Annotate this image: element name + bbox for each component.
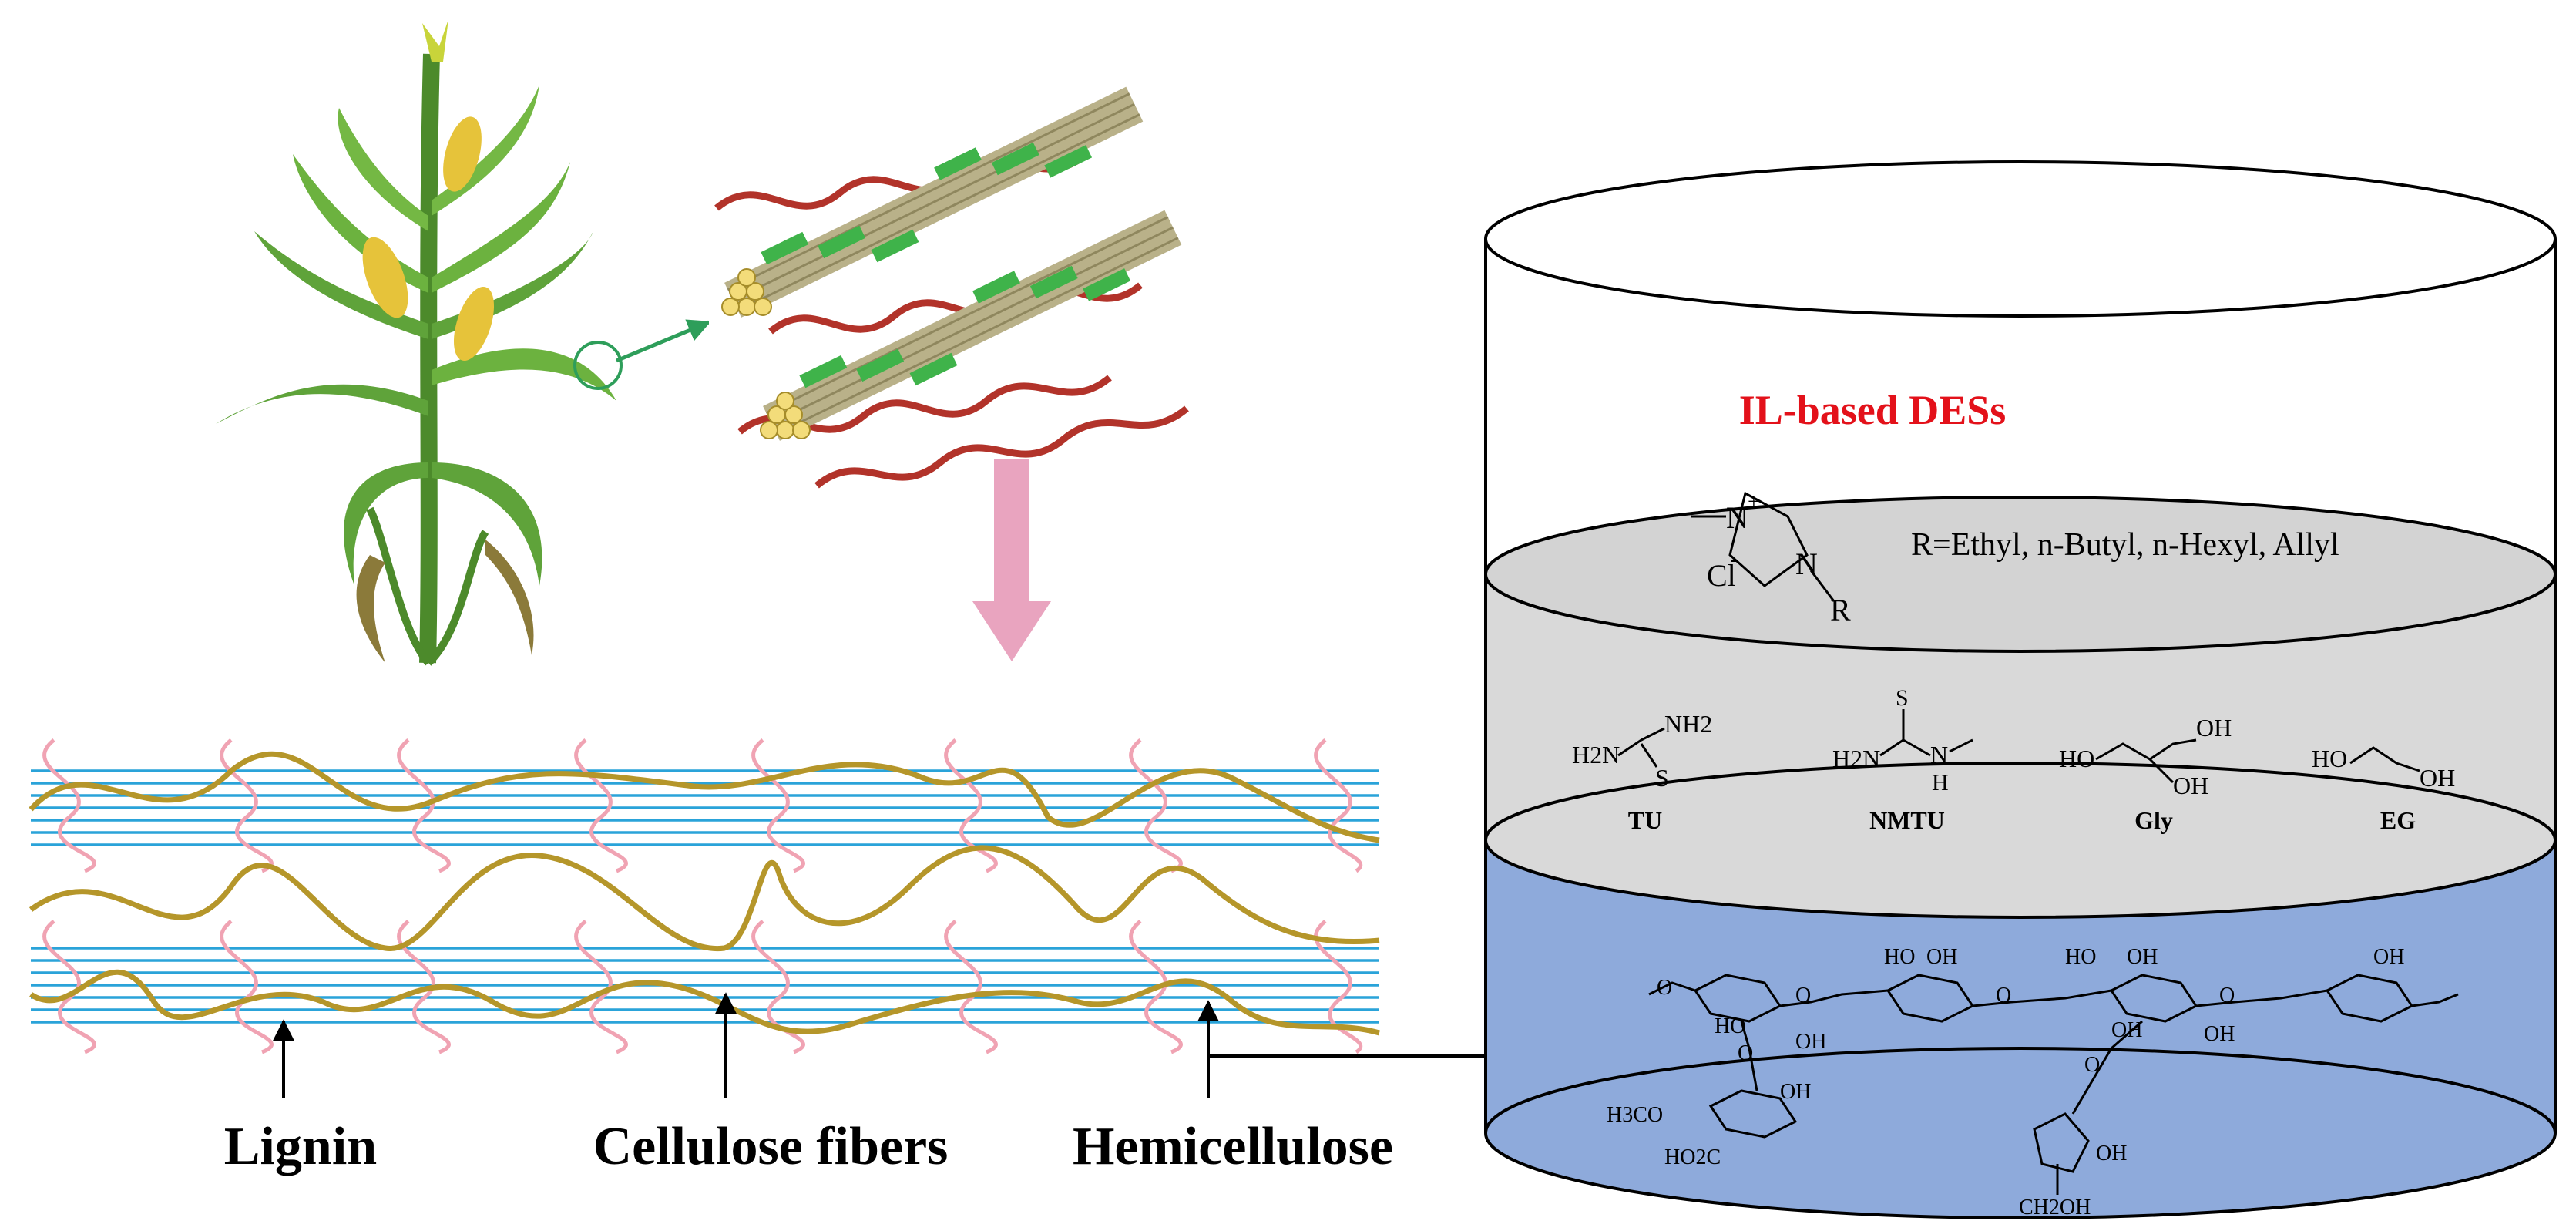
xylan-label-12: O (1795, 984, 1811, 1007)
pink-down-arrow (972, 459, 1051, 661)
xylan-label-9: OH (1780, 1080, 1811, 1104)
xylan-label-3: OH (2111, 1018, 2142, 1042)
il-n: N (1795, 547, 1818, 581)
corn-plant-illustration (216, 19, 623, 666)
vessel-title: IL-based DESs (1739, 387, 2007, 433)
gly-oh-top: OH (2196, 714, 2232, 742)
xylan-label-14: O (2219, 984, 2235, 1007)
microfibril-illustration (709, 86, 1202, 497)
il-plus: + (1748, 490, 1760, 514)
gly-oh-bottom: OH (2173, 772, 2208, 799)
xylan-label-7: OH (2373, 945, 2404, 969)
xylan-label-4: HO (1884, 945, 1915, 969)
gly-label: Gly (2134, 806, 2173, 834)
tu-s: S (1655, 764, 1669, 792)
xylan-label-17: O (2084, 1053, 2100, 1077)
il-layer-top (1484, 496, 2557, 653)
xylan-label-6: OH (2127, 945, 2158, 969)
xylan-label-2: OH (1926, 945, 1957, 969)
nmtu-n: N (1930, 741, 1948, 769)
fiber-schematic (29, 738, 1678, 1098)
eg-oh: OH (2420, 764, 2455, 792)
eg-ho: HO (2312, 745, 2347, 772)
xylan-labels: HO OH OH OH HO OH OH OH HO OH H3CO HO2C … (1607, 945, 2404, 1219)
xylan-label-0: HO (1715, 1014, 1745, 1038)
xylan-label-5: OH (2204, 1022, 2235, 1046)
hbd-structures: H2N NH2 S TU S H2N N H NMTU OH HO OH Gly… (1572, 685, 2455, 834)
il-structure: N + N R Cl - (1691, 490, 1851, 627)
nmtu-h2n: H2N (1832, 745, 1880, 772)
il-r: R (1830, 593, 1851, 627)
nmtu-h: H (1932, 770, 1949, 795)
xylan-label-1: OH (1795, 1030, 1826, 1054)
tu-h2n: H2N (1572, 741, 1620, 769)
xylan-structure (1648, 974, 2459, 1195)
il-anion-minus: - (1730, 547, 1738, 572)
hbd-layer-top (1484, 762, 2557, 919)
il-n-plus: N (1726, 500, 1748, 535)
zoom-circle (573, 341, 623, 390)
zoom-arrow (616, 319, 711, 363)
xylan-label-10: H3CO (1607, 1103, 1663, 1127)
xylan-label-19: CH2OH (2019, 1196, 2091, 1219)
solvent-vessel (1484, 160, 2557, 1219)
label-lignin: Lignin (224, 1117, 377, 1176)
nmtu-label: NMTU (1869, 806, 1945, 834)
xylan-label-16: O (1738, 1041, 1753, 1065)
r-groups-text: R=Ethyl, n-Butyl, n-Hexyl, Allyl (1911, 527, 2339, 563)
tu-label: TU (1628, 806, 1662, 834)
xylan-label-13: O (1996, 984, 2011, 1007)
xylan-label-15: O (1657, 976, 1672, 1000)
xylan-label-11: HO2C (1664, 1145, 1721, 1169)
il-anion: Cl (1707, 558, 1736, 593)
gly-ho: HO (2059, 745, 2094, 772)
eg-label: EG (2380, 806, 2416, 834)
vessel-top-rim (1484, 160, 2557, 318)
nmtu-s: S (1896, 685, 1909, 711)
xylan-label-18: OH (2096, 1142, 2127, 1165)
label-cellulose-fibers: Cellulose fibers (593, 1117, 949, 1176)
label-hemicellulose: Hemicellulose (1073, 1117, 1393, 1176)
tu-nh2: NH2 (1664, 710, 1712, 738)
xylan-label-8: HO (2065, 945, 2096, 969)
